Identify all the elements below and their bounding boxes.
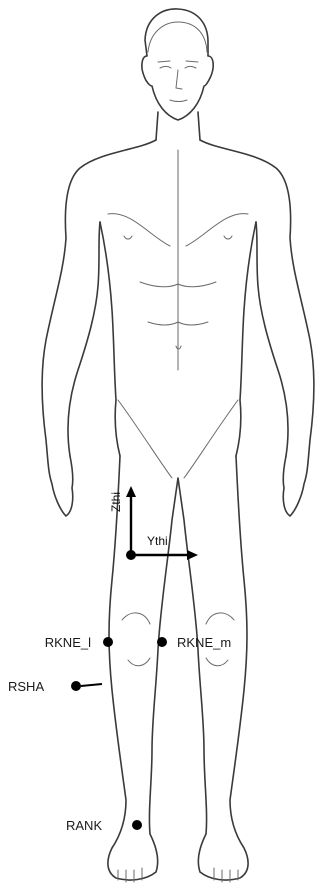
z-axis-arrowhead <box>126 486 136 497</box>
rsha-marker-stem <box>81 684 102 686</box>
rkne-m-label: RKNE_m <box>177 635 231 650</box>
neck-outline <box>156 112 200 140</box>
markers: RKNE_l RKNE_m RSHA RANK <box>8 635 231 833</box>
y-axis-arrowhead <box>187 550 198 560</box>
human-figure <box>42 9 314 882</box>
rkne-l-marker-dot <box>103 637 113 647</box>
rsha-marker-dot <box>71 681 81 691</box>
rsha-label: RSHA <box>8 679 44 694</box>
legs-outline <box>108 456 248 880</box>
chest-detail <box>108 150 248 370</box>
head-outline <box>142 9 213 120</box>
z-axis-label: Zthi <box>109 492 123 512</box>
rank-marker-dot <box>132 820 142 830</box>
axis-origin-dot <box>126 550 136 560</box>
face-detail <box>158 61 198 102</box>
rank-label: RANK <box>66 818 102 833</box>
pelvis-detail <box>118 400 238 478</box>
rkne-m-marker-dot <box>157 637 167 647</box>
y-axis-label: Ythi <box>147 534 168 548</box>
rkne-l-label: RKNE_l <box>45 635 91 650</box>
hair-detail <box>148 22 207 52</box>
